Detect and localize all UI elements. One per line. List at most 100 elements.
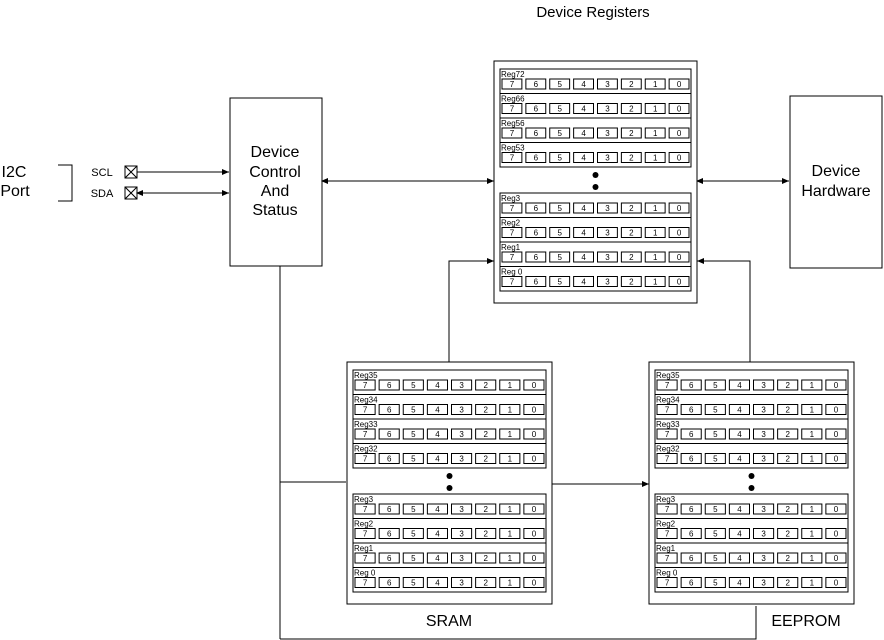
sram-bit-cell xyxy=(523,552,545,564)
sram-bit-cell xyxy=(402,428,424,440)
sram-bit-cell xyxy=(354,404,376,415)
sram-bit-cell xyxy=(402,453,424,464)
eeprom-bit-cell xyxy=(753,552,775,564)
eeprom-bit-label: 1 xyxy=(810,505,815,514)
registers-bit-label: 1 xyxy=(653,129,658,138)
sram-register-label: Reg32 xyxy=(354,445,378,454)
eeprom-bit-label: 5 xyxy=(713,530,718,539)
eeprom-title: EEPROM xyxy=(771,613,840,630)
registers-register-label: Reg3 xyxy=(501,194,521,203)
eeprom-bit-cell xyxy=(777,577,799,588)
registers-bit-label: 5 xyxy=(557,204,562,213)
sram-bit-cell xyxy=(426,453,448,464)
eeprom-bit-cell xyxy=(825,528,847,539)
sram-bit-cell xyxy=(523,428,545,440)
registers-register-label: Reg1 xyxy=(501,243,521,252)
registers-bit-cell xyxy=(668,78,690,90)
eeprom-bit-label: 6 xyxy=(689,530,694,539)
sram-bit-label: 7 xyxy=(363,554,368,563)
eeprom-bit-label: 1 xyxy=(810,381,815,390)
registers-bit-cell xyxy=(525,251,547,263)
sram-bit-label: 1 xyxy=(508,579,513,588)
eeprom-bit-label: 3 xyxy=(761,381,766,390)
eeprom-bit-cell xyxy=(728,379,750,391)
eeprom-bit-cell xyxy=(753,453,775,464)
registers-bit-label: 3 xyxy=(605,204,610,213)
sram-bit-cell xyxy=(499,453,521,464)
eeprom-bit-cell xyxy=(680,552,702,564)
registers-bit-cell xyxy=(525,276,547,287)
eeprom-bit-cell xyxy=(801,552,823,564)
registers-bit-label: 5 xyxy=(557,278,562,287)
sram-bit-cell xyxy=(426,552,448,564)
sram-bit-label: 2 xyxy=(483,579,488,588)
registers-bit-label: 0 xyxy=(677,129,682,138)
registers-bit-cell xyxy=(597,127,618,139)
sram-bit-label: 5 xyxy=(411,554,416,563)
registers-bit-label: 0 xyxy=(677,154,682,163)
registers-bit-cell xyxy=(644,227,666,238)
eeprom-bit-cell xyxy=(777,453,799,464)
sram-bit-label: 4 xyxy=(435,381,440,390)
eeprom-register-label: Reg2 xyxy=(656,520,676,529)
sda-pin-icon xyxy=(124,186,138,200)
sram-bit-cell xyxy=(523,404,545,415)
registers-bit-cell xyxy=(620,152,642,163)
sram-bit-cell xyxy=(426,503,448,515)
sram-bit-cell xyxy=(426,528,448,539)
eeprom-register-label: Reg35 xyxy=(656,371,680,380)
eeprom-bit-label: 7 xyxy=(665,381,670,390)
sram-bit-label: 3 xyxy=(459,554,464,563)
sram-bit-label: 1 xyxy=(508,554,513,563)
sram-bit-label: 0 xyxy=(532,430,537,439)
sram-register-label: Reg34 xyxy=(354,396,378,405)
registers-bit-label: 5 xyxy=(557,253,562,262)
eeprom-bit-label: 0 xyxy=(834,406,839,415)
eeprom-bit-cell xyxy=(656,528,678,539)
sram-bit-label: 5 xyxy=(411,530,416,539)
registers-register-label: Reg66 xyxy=(501,95,525,104)
sram-bit-label: 1 xyxy=(508,381,513,390)
registers-bit-label: 0 xyxy=(677,105,682,114)
sram-bit-label: 5 xyxy=(411,406,416,415)
registers-bit-label: 3 xyxy=(605,278,610,287)
registers-bit-cell xyxy=(668,251,690,263)
eeprom-bit-cell xyxy=(680,577,702,588)
device-registers-title: Device Registers xyxy=(536,4,649,21)
eeprom-bit-label: 6 xyxy=(689,505,694,514)
eeprom-bit-cell xyxy=(777,503,799,515)
registers-bit-cell xyxy=(620,202,642,214)
control-to-eeprom-line xyxy=(280,606,757,640)
eeprom-bit-cell xyxy=(704,503,726,515)
registers-bit-label: 6 xyxy=(534,229,539,238)
eeprom-bit-cell xyxy=(656,379,678,391)
sram-bit-label: 2 xyxy=(483,430,488,439)
sram-bit-cell xyxy=(354,428,376,440)
sram-title: SRAM xyxy=(426,613,472,630)
registers-bit-label: 3 xyxy=(605,129,610,138)
eeprom-bit-cell xyxy=(825,379,847,391)
eeprom-bit-cell xyxy=(728,528,750,539)
eeprom-register-label: Reg1 xyxy=(656,544,676,553)
eeprom-bit-label: 6 xyxy=(689,381,694,390)
sram-bit-cell xyxy=(475,428,497,440)
sram-bit-cell xyxy=(451,453,473,464)
registers-bit-cell xyxy=(501,127,523,139)
eeprom-bit-label: 6 xyxy=(689,554,694,563)
hardware-line1: Device xyxy=(812,163,861,180)
registers-bit-label: 4 xyxy=(581,129,586,138)
eeprom-bit-cell xyxy=(704,528,726,539)
sram-bit-label: 6 xyxy=(387,430,392,439)
sram-bit-label: 0 xyxy=(532,530,537,539)
eeprom-bit-label: 6 xyxy=(689,430,694,439)
registers-bit-cell xyxy=(597,103,618,114)
eeprom-bit-cell xyxy=(728,577,750,588)
registers-bit-cell xyxy=(549,227,571,238)
registers-bit-label: 2 xyxy=(629,253,634,262)
registers-bit-label: 3 xyxy=(605,80,610,89)
eeprom-bit-label: 4 xyxy=(737,406,742,415)
eeprom-bit-cell xyxy=(825,552,847,564)
sram-bit-cell xyxy=(499,577,521,588)
registers-bit-label: 6 xyxy=(534,204,539,213)
